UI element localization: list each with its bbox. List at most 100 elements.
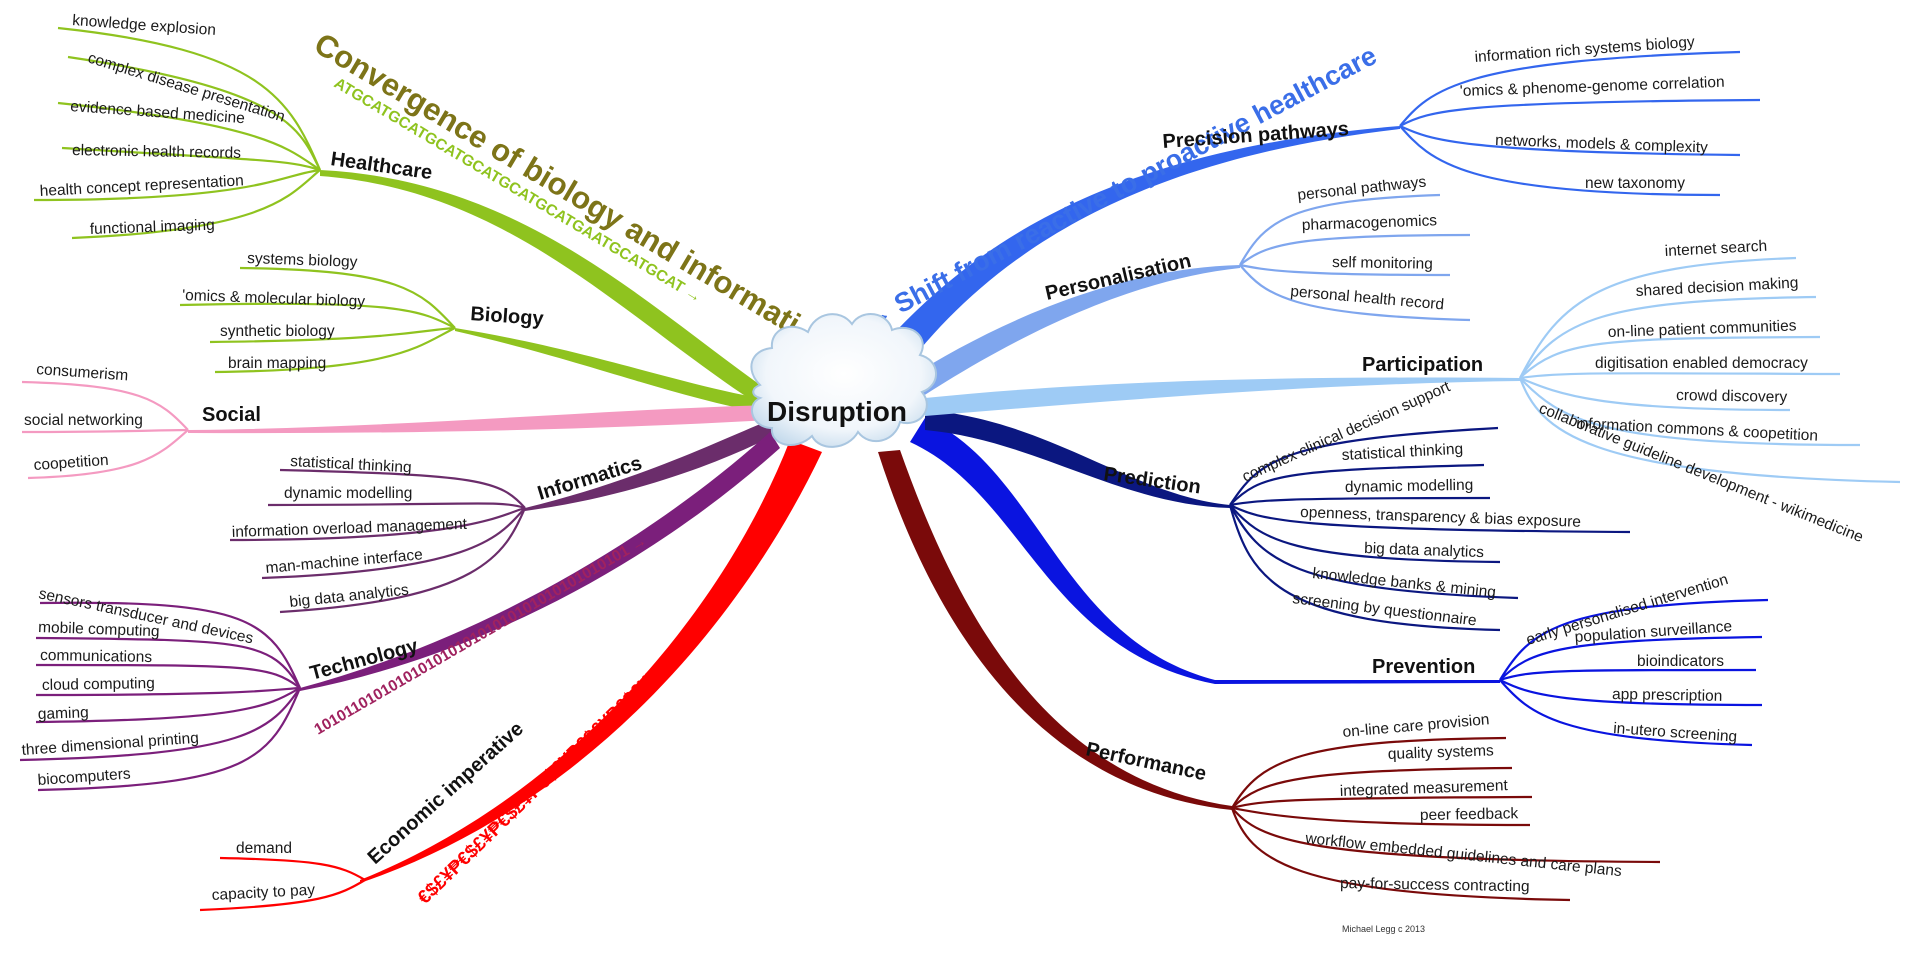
branch-economic	[199, 856, 366, 912]
leaf-line	[1229, 426, 1499, 506]
leaf-line	[67, 55, 321, 171]
center-cloud-shape	[750, 313, 937, 448]
leaf-line	[1231, 736, 1507, 809]
branch-informatics-ribbon	[525, 420, 773, 511]
leaf-knowledge-explosion: knowledge explosion	[72, 12, 217, 39]
leaf-systems-biology: systems biology	[247, 250, 358, 271]
leaf-line	[1231, 806, 1531, 827]
branch-label-biology: Biology	[470, 303, 546, 330]
leaf-line	[21, 428, 189, 434]
branch-technology	[19, 601, 302, 792]
branch-prediction-ribbon	[925, 410, 1230, 508]
author-credit: Michael Legg c 2013	[1342, 924, 1425, 934]
leaf-line	[1519, 376, 1791, 412]
leaf-line	[1229, 504, 1501, 564]
leaf-line	[1499, 679, 1753, 747]
leaf-openness-transparency-bias: openness, transparency & bias exposure	[1300, 504, 1581, 531]
leaf-line	[1229, 463, 1485, 506]
branch-precision	[1399, 50, 1761, 197]
leaf-dynamic-modelling: dynamic modelling	[284, 485, 412, 502]
leaf-line	[199, 879, 366, 912]
leaf-line	[1229, 496, 1491, 507]
leaf-pharmacogenomics: pharmacogenomics	[1302, 212, 1438, 234]
leaf-personal-health-record: personal health record	[1290, 283, 1445, 313]
leaf-mobile-computing: mobile computing	[38, 619, 160, 640]
leaf-line	[279, 468, 526, 509]
leaf-quality-systems: quality systems	[1388, 742, 1495, 763]
leaf-online-patient-communities: on-line patient communities	[1608, 317, 1797, 341]
leaf-omics-phenome-genome: 'omics & phenome-genome correlation	[1460, 74, 1725, 100]
leaf-integrated-measurement: integrated measurement	[1340, 777, 1509, 800]
leaf-statistical-thinking: statistical thinking	[290, 453, 412, 476]
leaf-workflow-embedded-guidelines: workflow embedded guidelines and care pl…	[1304, 830, 1623, 880]
branch-informatics	[229, 468, 527, 614]
leaf-line	[35, 687, 301, 724]
leaf-online-care-provision: on-line care provision	[1342, 711, 1490, 741]
leaf-line	[1519, 372, 1841, 380]
leaf-line	[57, 26, 322, 171]
leaf-line	[1499, 598, 1769, 681]
leaf-line	[209, 326, 456, 344]
leaf-line	[179, 302, 456, 329]
branch-participation	[1518, 256, 1901, 484]
branch-precision-ribbon	[860, 126, 1400, 388]
leaf-statistical-thinking-2: statistical thinking	[1341, 441, 1463, 464]
leaf-line	[1231, 795, 1533, 810]
leaf-line	[35, 663, 301, 689]
leaf-line	[1519, 335, 1821, 379]
leaf-line	[39, 601, 302, 689]
branch-performance	[1230, 736, 1661, 902]
leaf-social-networking: social networking	[24, 412, 143, 429]
leaf-line	[1519, 256, 1797, 379]
branch-social	[21, 380, 189, 480]
leaf-line	[279, 507, 527, 614]
leaf-biocomputers: biocomputers	[37, 766, 131, 789]
leaf-capacity-to-pay: capacity to pay	[211, 882, 315, 904]
leaf-line	[261, 507, 526, 580]
leaf-line	[19, 687, 301, 762]
leaf-line	[35, 636, 301, 689]
leaf-new-taxonomy: new taxonomy	[1585, 175, 1685, 192]
leaf-line	[1519, 295, 1817, 379]
leaf-dynamic-modelling-2: dynamic modelling	[1345, 477, 1474, 496]
branch-participation-ribbon	[925, 377, 1520, 416]
leaf-line	[1399, 98, 1761, 127]
leaf-line	[1399, 125, 1721, 197]
branch-personalisation	[1239, 193, 1471, 322]
leaf-health-concept-representation: health concept representation	[39, 172, 244, 200]
leaf-line	[1499, 679, 1763, 707]
leaf-line	[35, 686, 301, 697]
leaf-line	[21, 380, 189, 431]
leaf-big-data-analytics-2: big data analytics	[1364, 540, 1485, 561]
leaf-bioindicators: bioindicators	[1637, 653, 1724, 670]
leaf-consumerism: consumerism	[36, 361, 129, 384]
leaf-line	[267, 502, 526, 510]
leaf-line	[239, 266, 456, 329]
leaf-crowd-discovery: crowd discovery	[1676, 387, 1788, 406]
leaf-line	[1499, 635, 1763, 681]
leaf-shared-decision-making: shared decision making	[1635, 274, 1799, 299]
leaf-line	[33, 168, 321, 202]
leaf-line	[1229, 504, 1519, 600]
leaf-self-monitoring: self monitoring	[1332, 254, 1433, 273]
leaf-brain-mapping: brain mapping	[228, 355, 326, 372]
leaf-line	[1499, 668, 1757, 682]
leaf-cloud-computing: cloud computing	[42, 675, 155, 694]
branch-label-prevention: Prevention	[1372, 656, 1475, 678]
leaf-line	[1519, 377, 1861, 447]
leaf-line	[57, 101, 321, 171]
leaf-synthetic-biology: synthetic biology	[220, 323, 335, 340]
branch-social-ribbon	[188, 405, 770, 434]
leaf-line	[1231, 766, 1513, 809]
branch-healthcare	[33, 26, 322, 240]
leaf-line	[1399, 50, 1741, 127]
leaf-line	[1399, 125, 1741, 157]
branch-performance-ribbon	[878, 450, 1232, 810]
leaf-line	[1239, 233, 1471, 266]
leaf-line	[214, 327, 456, 374]
leaf-line	[1239, 263, 1451, 277]
leaf-demand: demand	[236, 840, 292, 857]
dna-sequence: ATGCATGCATGCATGCATGCATGCATGAATGCATGCAT →	[331, 75, 704, 307]
leaf-line	[1230, 807, 1571, 902]
leaf-electronic-health-records: electronic health records	[72, 142, 241, 162]
